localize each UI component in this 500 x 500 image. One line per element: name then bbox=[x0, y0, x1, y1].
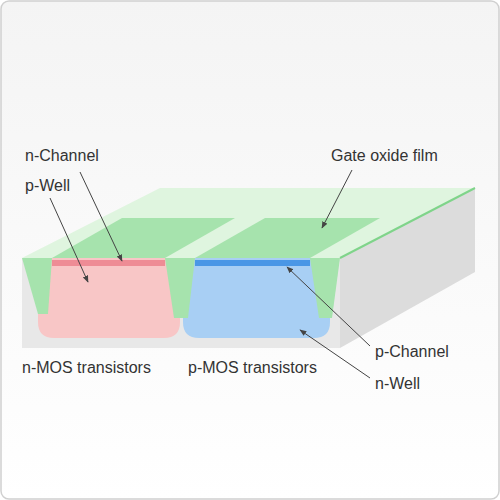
part-label: p-Channel bbox=[375, 342, 449, 361]
part-label: n-Channel bbox=[25, 146, 99, 165]
part-label: p-MOS transistors bbox=[188, 358, 317, 377]
part-label: n-Well bbox=[375, 374, 420, 393]
part-label: p-Well bbox=[25, 176, 70, 195]
part-label: n-MOS transistors bbox=[22, 358, 151, 377]
part-label: Gate oxide film bbox=[331, 146, 438, 165]
